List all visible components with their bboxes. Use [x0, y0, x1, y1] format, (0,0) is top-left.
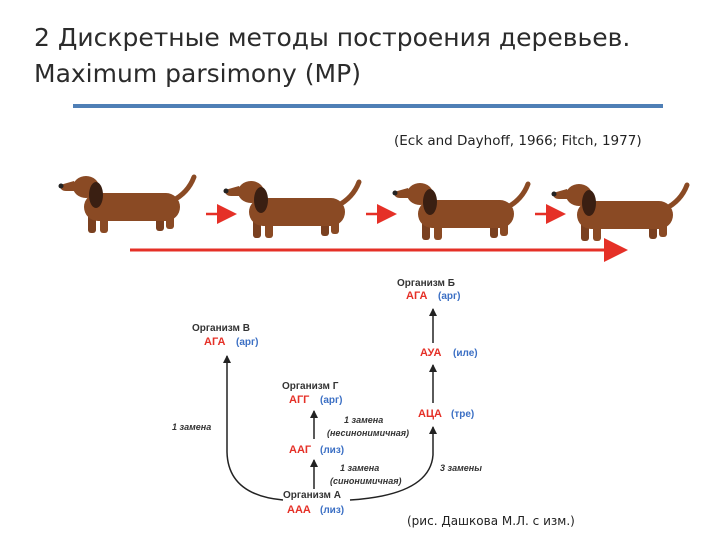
dachshund-icon: [224, 181, 360, 238]
dachshund-icon: [552, 184, 688, 241]
dachshund-icon: [393, 183, 529, 240]
intermediate-aua-aa: (иле): [453, 348, 478, 359]
organism-a-name: Организм А: [283, 490, 341, 501]
note-one-substitution: 1 замена: [172, 422, 211, 432]
branch-a-to-aca: [349, 426, 437, 501]
organism-b-codon: АГА: [406, 290, 427, 302]
note-syn-count: 1 замена: [340, 463, 379, 473]
figure-credit: (рис. Дашкова М.Л. с изм.): [407, 514, 575, 528]
organism-v-codon: АГА: [204, 336, 225, 348]
page-title: 2 Дискретные методы построения деревьев.…: [34, 20, 694, 92]
note-three-substitutions: 3 замены: [440, 463, 482, 473]
note-synonymous: (синонимичная): [330, 476, 402, 486]
intermediate-aag-aa: (лиз): [320, 445, 344, 456]
note-nonsyn-count: 1 замена: [344, 415, 383, 425]
intermediate-aca-codon: АЦА: [418, 408, 442, 420]
note-nonsynonymous: (несинонимичная): [327, 428, 409, 438]
organism-g-codon: АГГ: [289, 394, 310, 406]
organism-a-aa: (лиз): [320, 505, 344, 516]
intermediate-aca-aa: (тре): [451, 409, 474, 420]
organism-b-name: Организм Б: [397, 278, 455, 289]
organism-g-aa: (арг): [320, 395, 343, 406]
organism-v-name: Организм В: [192, 323, 250, 334]
intermediate-aua-codon: АУА: [420, 347, 442, 359]
organism-b-aa: (арг): [438, 291, 461, 302]
intermediate-aag-codon: ААГ: [289, 444, 312, 456]
organism-a-codon: ААА: [287, 504, 311, 516]
title-line-1: 2 Дискретные методы построения деревьев.: [34, 23, 631, 52]
citation: (Eck and Dayhoff, 1966; Fitch, 1977): [394, 133, 642, 149]
organism-v-aa: (арг): [236, 337, 259, 348]
dachshund-icon: [59, 176, 195, 233]
organism-g-name: Организм Г: [282, 381, 339, 392]
title-line-2: Maximum parsimony (MP): [34, 59, 361, 88]
title-divider: [73, 104, 663, 108]
branch-a-to-v: [223, 355, 284, 501]
